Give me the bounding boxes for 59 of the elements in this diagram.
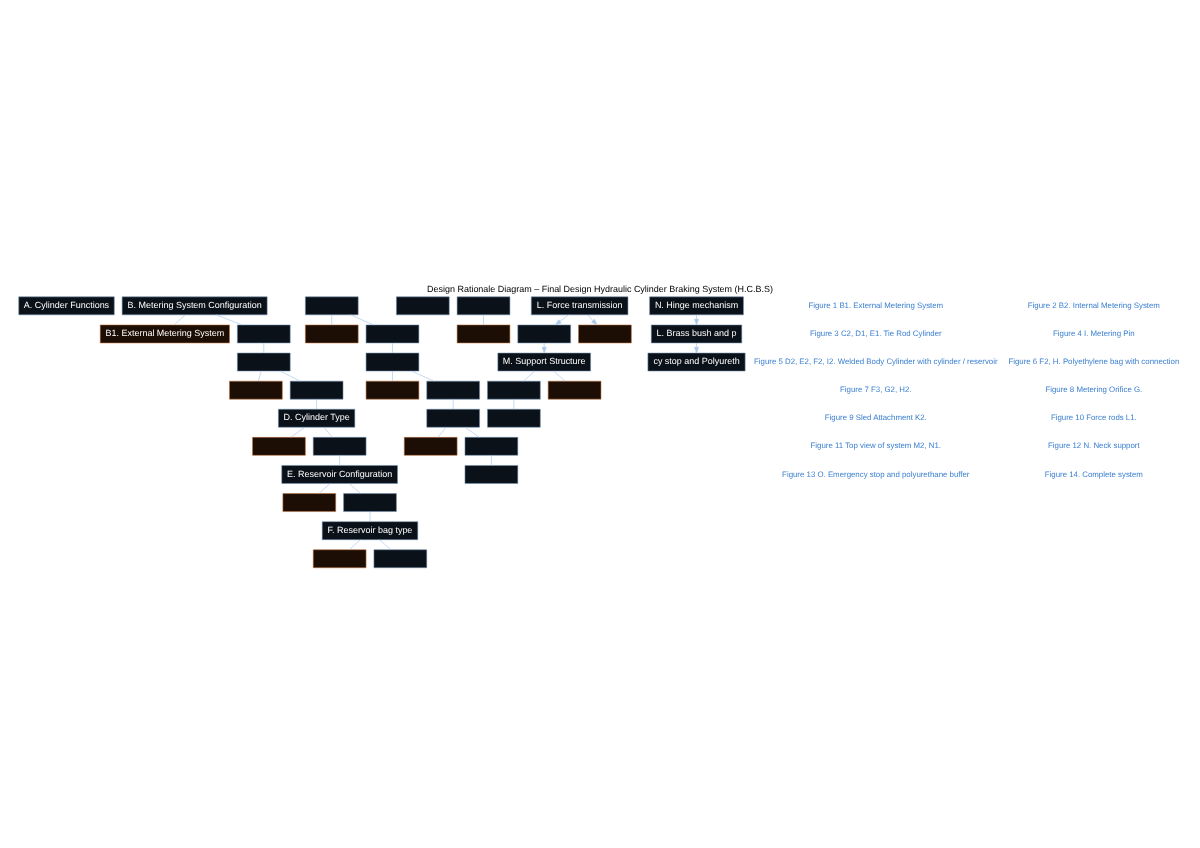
node-box xyxy=(343,492,397,511)
connector xyxy=(263,341,265,353)
node-box xyxy=(312,548,367,568)
connector xyxy=(392,369,393,381)
node-box xyxy=(578,323,632,343)
node-box xyxy=(456,323,511,343)
node-box xyxy=(365,351,420,371)
arrow xyxy=(694,341,699,353)
connector xyxy=(323,426,333,437)
connector xyxy=(216,313,243,325)
connector xyxy=(392,341,393,353)
connector xyxy=(280,369,301,381)
connector xyxy=(290,426,306,437)
node-box xyxy=(365,323,420,343)
node-box xyxy=(456,295,511,315)
node-box xyxy=(426,408,480,427)
connector xyxy=(258,369,262,381)
node-box xyxy=(487,379,541,399)
connector xyxy=(411,369,435,381)
connector xyxy=(513,397,515,409)
arrow xyxy=(587,313,598,325)
connector xyxy=(483,313,484,325)
node-box xyxy=(487,408,541,427)
node-box xyxy=(312,436,367,455)
node-box xyxy=(365,379,420,399)
node-box xyxy=(237,323,291,343)
node-box xyxy=(252,436,306,455)
connector xyxy=(348,538,361,549)
connector xyxy=(350,313,374,325)
connector xyxy=(437,426,447,437)
connector xyxy=(379,538,392,549)
node-box xyxy=(282,492,336,511)
connector xyxy=(348,482,361,493)
node-box xyxy=(426,379,480,399)
connector xyxy=(491,454,492,465)
arrow xyxy=(541,341,547,353)
connector xyxy=(316,397,317,409)
node-box xyxy=(517,323,571,343)
node-box xyxy=(373,548,428,568)
node-box xyxy=(305,323,359,343)
connector xyxy=(174,313,186,325)
node-box xyxy=(289,379,344,399)
arrow xyxy=(694,313,699,325)
node-box xyxy=(237,351,291,371)
node-box xyxy=(305,295,359,315)
connector xyxy=(339,454,340,465)
connector xyxy=(523,369,535,381)
connector xyxy=(318,482,331,493)
node-box xyxy=(547,379,602,399)
node-box xyxy=(404,436,458,455)
node-box xyxy=(229,379,283,399)
connector xyxy=(452,397,454,409)
connector xyxy=(464,426,480,437)
connector xyxy=(331,313,333,325)
node-box xyxy=(396,295,450,315)
arrow xyxy=(555,313,569,325)
connector xyxy=(553,369,566,381)
node-box xyxy=(464,464,519,483)
node-box xyxy=(464,436,519,455)
